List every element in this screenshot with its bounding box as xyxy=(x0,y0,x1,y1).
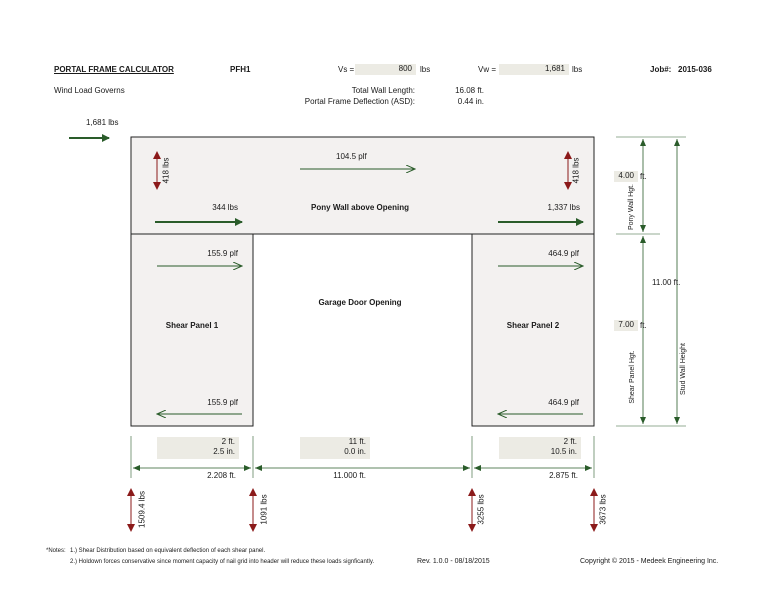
opening-width-in: 0.0 in. xyxy=(344,447,366,456)
job-number: 2015-036 xyxy=(678,65,712,74)
pony-load-left-label: 418 lbs xyxy=(161,157,171,184)
vw-unit: lbs xyxy=(572,65,583,74)
pony-load-right-label: 418 lbs xyxy=(571,157,581,184)
notes-label: *Notes: xyxy=(46,548,66,554)
deflection-value: 0.44 in. xyxy=(457,97,484,106)
holdown-label-4: 3673 lbs xyxy=(598,494,608,525)
frame-code: PFH1 xyxy=(230,65,251,74)
vs-field[interactable]: 800 xyxy=(355,64,416,75)
pony-wall xyxy=(130,136,595,235)
pony-wall-title: Pony Wall above Opening xyxy=(311,203,409,212)
revision-text: Rev. 1.0.0 - 08/18/2015 xyxy=(417,558,490,565)
panel2-width-dim-label: 2.875 ft. xyxy=(549,471,578,480)
panel1-width-field[interactable]: 2 ft. 2.5 in. xyxy=(157,437,239,459)
holdown-label-1: 1509.4 lbs xyxy=(137,491,147,528)
panel1-title: Shear Panel 1 xyxy=(165,321,219,330)
opening-width-ft: 11 ft. xyxy=(348,437,366,446)
pony-height-label: Pony Wall Hgt. xyxy=(628,183,635,231)
panel1-width-dim-label: 2.208 ft. xyxy=(207,471,236,480)
panel2-width-in: 10.5 in. xyxy=(550,447,577,456)
panel2-width-field[interactable]: 2 ft. 10.5 in. xyxy=(499,437,581,459)
panel1-width-ft: 2 ft. xyxy=(221,437,235,446)
panel1-top-shear: 155.9 plf xyxy=(207,249,238,258)
opening-title: Garage Door Opening xyxy=(318,298,402,307)
holdown-label-3: 3255 lbs xyxy=(476,494,486,525)
panel-height-label: Shear Panel Hgt. xyxy=(629,350,636,404)
pony-shear-label: 104.5 plf xyxy=(336,152,367,161)
pony-height-field[interactable]: 4.00 xyxy=(614,171,638,182)
job-label: Job#: xyxy=(650,65,672,74)
pony-force-right-label: 1,337 lbs xyxy=(547,203,580,212)
panel2-width-ft: 2 ft. xyxy=(563,437,577,446)
opening-width-field[interactable]: 11 ft. 0.0 in. xyxy=(300,437,370,459)
note-2: 2.) Holdown forces conservative since mo… xyxy=(70,559,375,565)
panel2-top-shear: 464.9 plf xyxy=(548,249,579,258)
wall-length-value: 16.08 ft. xyxy=(455,86,484,95)
wall-length-label: Total Wall Length: xyxy=(351,86,415,95)
pony-height-unit: ft. xyxy=(640,172,647,181)
panel1-bottom-shear: 155.9 plf xyxy=(207,398,238,407)
holdown-label-2: 1091 lbs xyxy=(259,494,269,525)
pony-force-left-label: 344 lbs xyxy=(212,203,238,212)
note-1: 1.) Shear Distribution based on equivale… xyxy=(70,548,266,554)
page-title: PORTAL FRAME CALCULATOR xyxy=(54,65,174,74)
vs-label: Vs = xyxy=(338,65,355,74)
governs-text: Wind Load Governs xyxy=(54,86,125,95)
panel2-title: Shear Panel 2 xyxy=(506,321,560,330)
panel2-bottom-shear: 464.9 plf xyxy=(548,398,579,407)
opening-width-dim-label: 11.000 ft. xyxy=(333,471,366,480)
vw-label: Vw = xyxy=(478,65,497,74)
stud-height-value: 11.00 ft. xyxy=(652,278,681,287)
panel-height-field[interactable]: 7.00 xyxy=(614,320,638,331)
copyright-text: Copyright © 2015 - Medeek Engineering In… xyxy=(580,558,719,565)
applied-load-label: 1,681 lbs xyxy=(86,118,119,127)
panel1-width-in: 2.5 in. xyxy=(213,447,235,456)
deflection-label: Portal Frame Deflection (ASD): xyxy=(304,97,415,106)
vw-field[interactable]: 1,681 xyxy=(499,64,569,75)
stud-height-label: Stud Wall Height xyxy=(680,343,687,395)
panel-height-unit: ft. xyxy=(640,321,647,330)
vs-unit: lbs xyxy=(420,65,431,74)
